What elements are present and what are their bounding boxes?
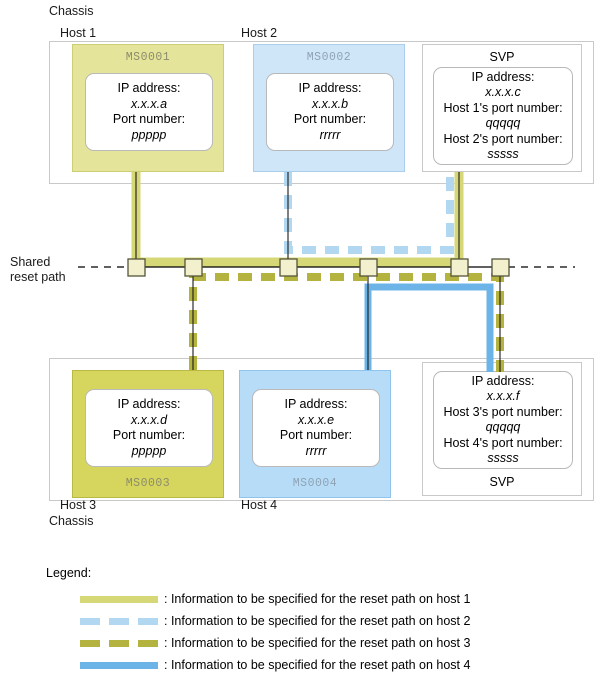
svp-top-port1-value: qqqqq — [485, 116, 521, 130]
host2-card: MS0002 IP address: x.x.x.b Port number: … — [253, 44, 405, 172]
host1-port-value: ppppp — [131, 127, 167, 142]
host1-ip-label: IP address: — [117, 81, 181, 95]
host1-port-label: Port number: — [112, 112, 186, 126]
legend-label-host3: : Information to be specified for the re… — [164, 636, 471, 650]
svp-bottom-ip-value: x.x.x.f — [486, 389, 520, 403]
legend-item-host1: : Information to be specified for the re… — [80, 592, 470, 606]
svp-bottom-title: SVP — [489, 475, 515, 489]
legend-label-host4: : Information to be specified for the re… — [164, 658, 471, 672]
host3-card: IP address: x.x.x.d Port number: ppppp M… — [72, 370, 224, 498]
svp-top-ip-value: x.x.x.c — [485, 85, 521, 99]
host2-ip-value: x.x.x.b — [311, 96, 349, 111]
svp-top-title: SVP — [489, 50, 515, 64]
legend-label-host1: : Information to be specified for the re… — [164, 592, 471, 606]
svp-top-port1-label: Host 1's port number: — [443, 100, 563, 115]
legend-swatch-host3 — [80, 639, 158, 647]
host1-ip-value: x.x.x.a — [130, 96, 168, 111]
host4-port-label: Port number: — [279, 428, 353, 442]
host2-ms-label: MS0002 — [306, 51, 352, 64]
host3-info-box: IP address: x.x.x.d Port number: ppppp — [85, 389, 213, 467]
host4-info-box: IP address: x.x.x.e Port number: rrrrr — [252, 389, 380, 467]
host3-caption: Host 3 — [60, 498, 97, 512]
bus-node-5 — [450, 258, 469, 277]
legend-item-host3: : Information to be specified for the re… — [80, 636, 470, 650]
host4-card: IP address: x.x.x.e Port number: rrrrr M… — [239, 370, 391, 498]
host1-ms-label: MS0001 — [125, 51, 171, 64]
host1-card: MS0001 IP address: x.x.x.a Port number: … — [72, 44, 224, 172]
bus-node-2 — [184, 258, 203, 277]
host3-port-label: Port number: — [112, 428, 186, 442]
svp-top-ip-label: IP address: — [471, 69, 535, 84]
bus-node-1 — [127, 258, 146, 277]
svp-bottom-port1-value: qqqqq — [485, 420, 521, 434]
svp-bottom-port2-value: sssss — [487, 451, 519, 465]
host3-port-value: ppppp — [131, 443, 167, 458]
bus-node-4 — [359, 258, 378, 277]
svp-bottom-ip-label: IP address: — [471, 373, 535, 388]
svp-top-port2-value: sssss — [487, 147, 519, 161]
chassis-top-label: Chassis — [49, 4, 94, 18]
legend-item-host2: : Information to be specified for the re… — [80, 614, 470, 628]
legend-item-host4: : Information to be specified for the re… — [80, 658, 470, 672]
host1-caption: Host 1 — [60, 26, 97, 40]
legend-title: Legend: — [46, 566, 92, 580]
chassis-bottom-label: Chassis — [49, 514, 94, 528]
host2-caption: Host 2 — [241, 26, 278, 40]
svp-bottom-port2-label: Host 4's port number: — [443, 435, 563, 450]
host3-ip-value: x.x.x.d — [130, 412, 168, 427]
host1-path — [131, 172, 464, 267]
host4-caption: Host 4 — [241, 498, 278, 512]
host2-port-value: rrrrr — [319, 127, 341, 142]
host2-ip-label: IP address: — [298, 81, 362, 95]
host3-ms-label: MS0003 — [125, 477, 171, 490]
legend-swatch-host2 — [80, 617, 158, 625]
svp-bottom-box: IP address: x.x.x.f Host 3's port number… — [422, 362, 582, 496]
legend-swatch-host1 — [80, 595, 158, 603]
shared-reset-path-label: Shared reset path — [10, 255, 66, 284]
host2-port-label: Port number: — [293, 112, 367, 126]
host2-info-box: IP address: x.x.x.b Port number: rrrrr — [266, 73, 394, 151]
host4-ip-value: x.x.x.e — [297, 412, 335, 427]
host4-ms-label: MS0004 — [292, 477, 338, 490]
host4-ip-label: IP address: — [284, 397, 348, 411]
host3-ip-label: IP address: — [117, 397, 181, 411]
svp-top-box: SVP IP address: x.x.x.c Host 1's port nu… — [422, 44, 582, 172]
svp-top-port2-label: Host 2's port number: — [443, 131, 563, 146]
host4-port-value: rrrrr — [305, 443, 327, 458]
bus-node-3 — [279, 258, 298, 277]
legend-label-host2: : Information to be specified for the re… — [164, 614, 471, 628]
svp-bottom-info-box: IP address: x.x.x.f Host 3's port number… — [433, 371, 573, 469]
bus-node-6 — [491, 258, 510, 277]
svp-bottom-port1-label: Host 3's port number: — [443, 404, 563, 419]
host1-info-box: IP address: x.x.x.a Port number: ppppp — [85, 73, 213, 151]
svp-top-info-box: IP address: x.x.x.c Host 1's port number… — [433, 67, 573, 165]
legend-swatch-host4 — [80, 661, 158, 669]
